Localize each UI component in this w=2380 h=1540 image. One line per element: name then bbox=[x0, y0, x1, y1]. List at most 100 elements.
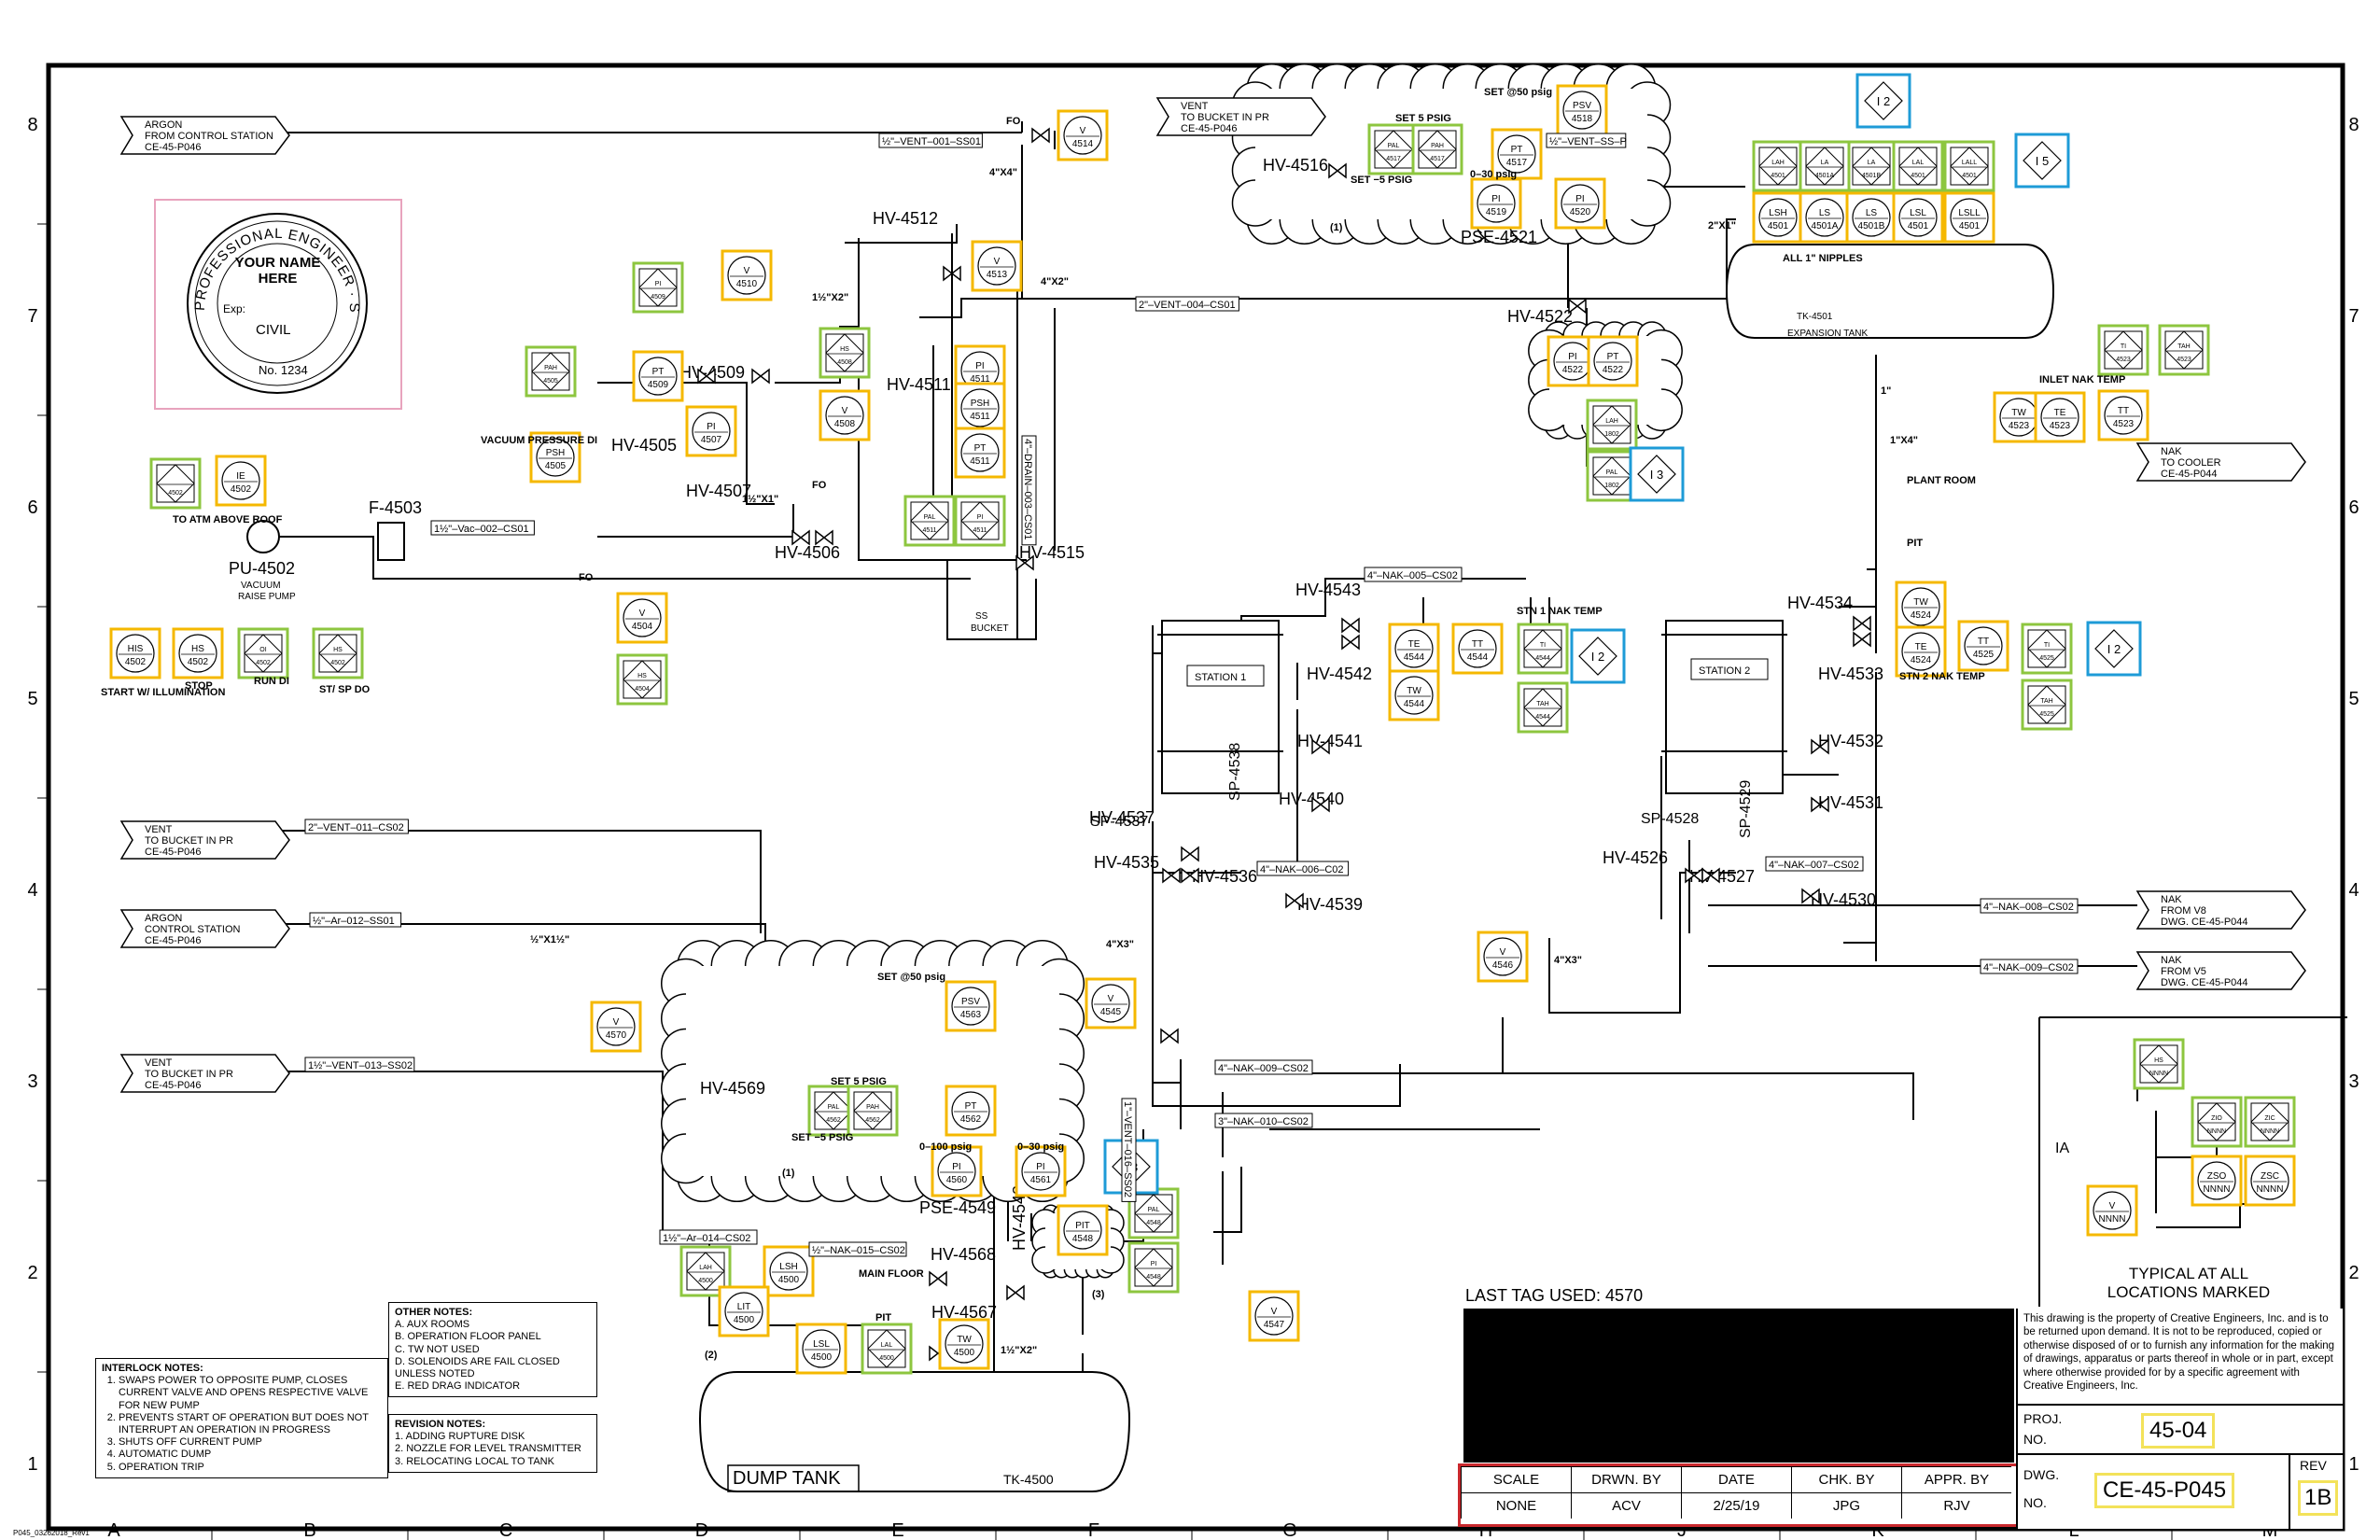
valve-symbol bbox=[1341, 617, 1360, 634]
pump-symbol bbox=[246, 520, 280, 553]
instrument-highlight bbox=[1752, 140, 1804, 192]
valve-hv-4522: HV-4522 bbox=[1507, 307, 1573, 326]
instrument-tag: V bbox=[744, 266, 750, 276]
line-tag: 1½"–Vac–002–CS01 bbox=[434, 524, 529, 535]
instrument-number: 4525 bbox=[2039, 711, 2054, 718]
instrument-tag: V bbox=[613, 1017, 620, 1028]
row-label-right-8: 8 bbox=[2348, 115, 2359, 135]
station-2 bbox=[1665, 620, 1784, 794]
instrument-number: 4501 bbox=[1771, 173, 1785, 179]
instrument-tag: LAH bbox=[1771, 160, 1785, 166]
valve-symbol bbox=[1701, 867, 1720, 884]
line-tag: 4"–NAK–009–CS02 bbox=[1218, 1063, 1309, 1074]
instrument-tag: LAL bbox=[881, 1342, 893, 1349]
instruments: V4514V4513V4510PI4509PT4509PAH4505PSH450… bbox=[109, 73, 2296, 1375]
pipe-segment bbox=[1241, 1072, 1914, 1120]
misc-stop: STOP bbox=[185, 680, 213, 692]
instrument-tag: V bbox=[1108, 994, 1114, 1004]
instrument-number: 4501B bbox=[1858, 221, 1885, 231]
sp-4528: SP-4528 bbox=[1641, 811, 1699, 827]
stamp-exp: Exp: bbox=[223, 302, 246, 315]
valve-symbol bbox=[1328, 162, 1347, 179]
instrument-bubble bbox=[1458, 629, 1497, 668]
instrument-bubble bbox=[2093, 1191, 2132, 1230]
instrument-number: 4560 bbox=[946, 1175, 968, 1185]
instrument-bubble bbox=[945, 1324, 984, 1364]
line-tag: 2"–VENT–011–CS02 bbox=[308, 822, 404, 833]
revision-note-2: 2. NOZZLE FOR LEVEL TRANSMITTER bbox=[395, 1443, 581, 1455]
line-tag: 1½"–VENT–013–SS02 bbox=[308, 1060, 413, 1071]
instrument-number: NNNN bbox=[2257, 1184, 2284, 1195]
instrument-tag: LS bbox=[1866, 208, 1878, 218]
instrument-tag: PI bbox=[952, 1162, 960, 1172]
line-tag: 4"–NAK–006–C02 bbox=[1260, 864, 1344, 875]
instrument-number: 4562 bbox=[865, 1117, 880, 1124]
instrument-bubble bbox=[724, 1292, 763, 1331]
filter-tag: F-4503 bbox=[369, 498, 422, 517]
line-tag-box bbox=[1980, 959, 2079, 974]
instrument-number: 4548 bbox=[1072, 1234, 1094, 1244]
interlock-label: I 3 bbox=[1650, 468, 1663, 482]
instrument-diamond bbox=[1805, 147, 1844, 186]
instrument-highlight bbox=[2191, 1096, 2243, 1148]
pipe-segment bbox=[1022, 218, 1736, 300]
instrument-diamond bbox=[814, 1091, 853, 1130]
line-tag: 3"–NAK–010–CS02 bbox=[1218, 1116, 1309, 1127]
valve-hv-4532: HV-4532 bbox=[1818, 732, 1883, 750]
instrument-bubble bbox=[638, 357, 678, 396]
sp-4538: SP-4538 bbox=[1227, 743, 1243, 801]
pipe-segment bbox=[2156, 1203, 2277, 1228]
instrument-tag: V bbox=[994, 257, 1001, 267]
valve-tag: HV-4539 bbox=[1297, 895, 1363, 914]
instrument-tag: LIT bbox=[737, 1302, 750, 1312]
row-label-right-2: 2 bbox=[2348, 1263, 2359, 1283]
instrument-tag: PAH bbox=[1431, 143, 1444, 149]
valve-tag: HV-4530 bbox=[1811, 890, 1876, 909]
instrument-highlight bbox=[237, 627, 289, 679]
misc-range-bot: 0–100 psig bbox=[919, 1141, 972, 1153]
other-notes-title: OTHER NOTES: bbox=[395, 1307, 473, 1318]
instrument-tag: PT bbox=[652, 367, 665, 377]
instrument-number: 4523 bbox=[2116, 357, 2131, 363]
valve-tag: HV-4537 bbox=[1089, 808, 1155, 827]
instrument-bubble bbox=[1394, 629, 1434, 668]
misc-set50-bot: SET @50 psig bbox=[877, 972, 945, 983]
valve-tag: HV-4540 bbox=[1279, 790, 1344, 808]
col-label-L: L bbox=[2068, 1520, 2079, 1540]
valve-hv-4511: HV-4511 bbox=[887, 375, 951, 394]
instrument-tag: PT bbox=[965, 1101, 977, 1112]
instrument-bubble bbox=[1898, 198, 1938, 237]
valve-symbol bbox=[1031, 127, 1050, 144]
stamp-number: No. 1234 bbox=[259, 363, 308, 377]
row-label-5: 5 bbox=[27, 689, 37, 709]
instrument-bubble bbox=[1091, 984, 1130, 1023]
instrument-number: 4511 bbox=[973, 527, 987, 534]
misc-size8: 1"X4" bbox=[1890, 435, 1918, 446]
line-tag-box bbox=[1021, 435, 1037, 546]
instrument-diamond bbox=[1418, 130, 1457, 169]
instrument-tag: PT bbox=[1511, 145, 1523, 155]
engineer-stamp: PROFESSIONAL ENGINEER · STATE OF NEVADA … bbox=[150, 189, 402, 410]
valve-hv-4543: HV-4543 bbox=[1295, 581, 1361, 599]
instrument-number: 4502 bbox=[330, 660, 345, 666]
line-tag-box bbox=[1135, 296, 1239, 312]
offpage-line: DWG. CE-45-P044 bbox=[2161, 917, 2248, 928]
instrument-diamond bbox=[2250, 1102, 2289, 1141]
instrument-bubble bbox=[1593, 342, 1632, 381]
ss-bucket bbox=[946, 579, 1037, 640]
station-1-label-box bbox=[1186, 665, 1265, 687]
interlock-diamond bbox=[2023, 141, 2062, 180]
